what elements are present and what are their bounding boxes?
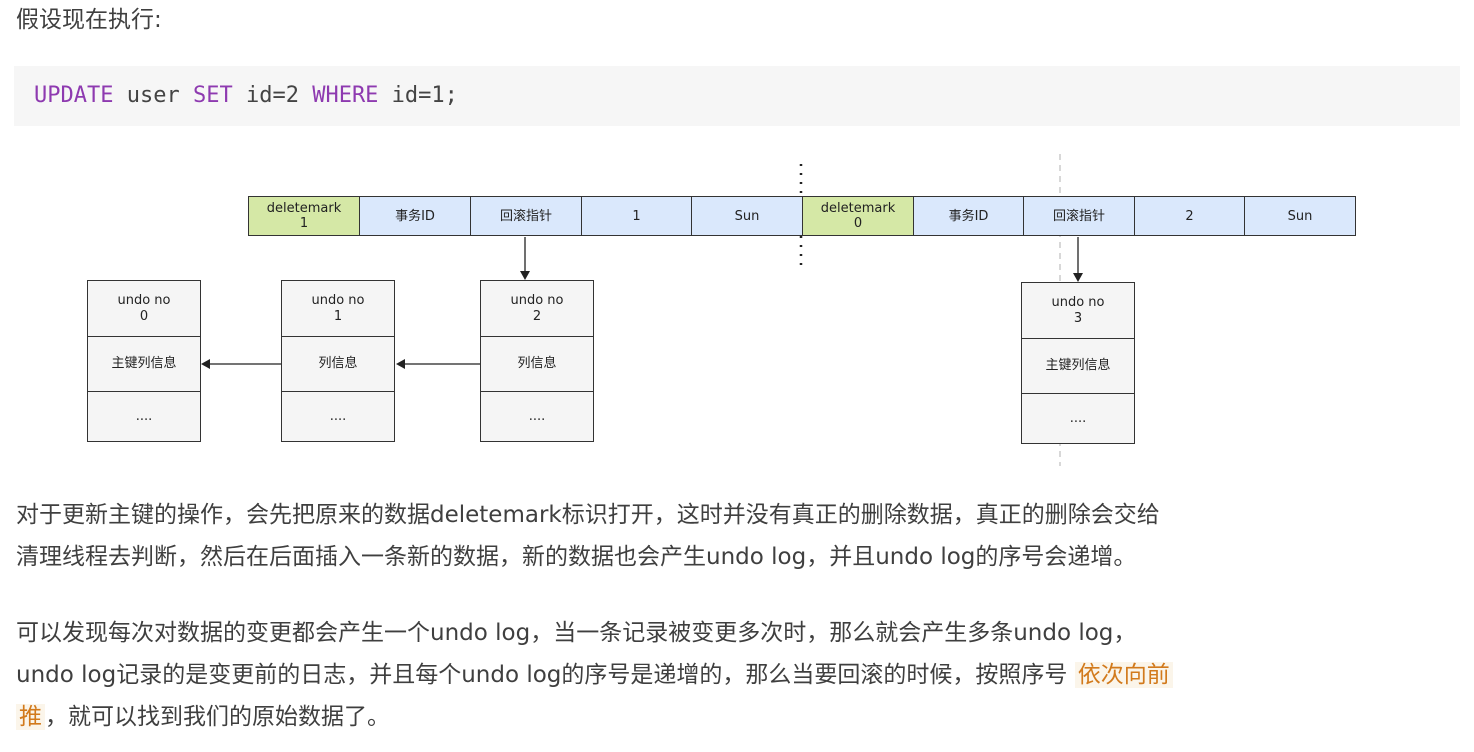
code-block: UPDATE user SET id=2 WHERE id=1;: [14, 66, 1460, 126]
cell-text: ....: [329, 408, 347, 424]
undo3-number: undo no 3: [1021, 282, 1135, 339]
cell-text: 回滚指针: [1052, 208, 1105, 224]
pointer-arrow-3: [1073, 273, 1083, 282]
keyword-where: WHERE: [312, 83, 379, 108]
cell-id-1: 1: [581, 196, 692, 236]
where-clause: id=1;: [378, 83, 458, 108]
undo2-info: 列信息: [480, 336, 594, 392]
undo-log-diagram: deletemark 1 事务ID 回滚指针 1 Sun deletemark …: [0, 150, 1474, 470]
undo0-info: 主键列信息: [87, 336, 201, 392]
cell-deletemark-2: deletemark 0: [802, 196, 914, 236]
paragraph-1-line-1: 对于更新主键的操作，会先把原来的数据deletemark标识打开，这时并没有真正…: [16, 502, 1160, 528]
cell-rollptr-1: 回滚指针: [470, 196, 582, 236]
cell-text: undo no 2: [510, 292, 564, 324]
cell-text: 列信息: [517, 356, 557, 371]
set-clause: id=2: [232, 83, 313, 108]
paragraph-1: 对于更新主键的操作，会先把原来的数据deletemark标识打开，这时并没有真正…: [16, 494, 1456, 578]
cell-text: 列信息: [318, 356, 358, 371]
undo1-more: ....: [281, 391, 395, 442]
undo3-info: 主键列信息: [1021, 338, 1135, 394]
undo1-number: undo no 1: [281, 280, 395, 337]
paragraph-2: 可以发现每次对数据的变更都会产生一个undo log，当一条记录被变更多次时，那…: [16, 612, 1456, 738]
keyword-set: SET: [192, 83, 233, 108]
cell-text: 事务ID: [948, 208, 989, 224]
table-name: user: [113, 83, 193, 108]
cell-text: undo no 1: [311, 292, 365, 324]
cell-text: ....: [1069, 410, 1087, 426]
paragraph-1-line-2: 清理线程去判断，然后在后面插入一条新的数据，新的数据也会产生undo log，并…: [16, 544, 1137, 570]
undo1-info: 列信息: [281, 336, 395, 392]
cell-name-2: Sun: [1244, 196, 1356, 236]
undo0-more: ....: [87, 391, 201, 442]
cell-name-1: Sun: [691, 196, 803, 236]
cell-text: undo no 3: [1051, 294, 1105, 326]
intro-text: 假设现在执行:: [16, 7, 162, 33]
paragraph-2-line-1: 可以发现每次对数据的变更都会产生一个undo log，当一条记录被变更多次时，那…: [16, 620, 1137, 646]
cell-text: ....: [528, 408, 546, 424]
link-arrow-2-1: [396, 359, 405, 369]
cell-text: 1: [632, 208, 641, 224]
undo0-number: undo no 0: [87, 280, 201, 337]
undo2-number: undo no 2: [480, 280, 594, 337]
keyword-update: UPDATE: [34, 83, 114, 108]
link-arrow-1-0: [201, 359, 210, 369]
cell-text: ....: [135, 408, 153, 424]
cell-text: deletemark 0: [820, 201, 896, 231]
sql-statement: UPDATE user SET id=2 WHERE id=1;: [34, 81, 458, 111]
cell-deletemark-1: deletemark 1: [248, 196, 360, 236]
cell-text: 主键列信息: [1045, 358, 1111, 373]
cell-text: 2: [1185, 208, 1194, 224]
undo2-more: ....: [480, 391, 594, 442]
highlight-text-2: 推: [16, 704, 45, 730]
cell-text: 主键列信息: [111, 356, 177, 371]
paragraph-2-line-3: ，就可以找到我们的原始数据了。: [45, 704, 390, 730]
highlight-text-1: 依次向前: [1074, 662, 1173, 688]
cell-text: 事务ID: [395, 208, 435, 224]
paragraph-2-line-2: undo log记录的是变更前的日志，并且每个undo log的序号是递增的，那…: [16, 662, 1075, 688]
cell-text: Sun: [734, 208, 760, 224]
cell-id-2: 2: [1134, 196, 1245, 236]
cell-text: Sun: [1287, 208, 1313, 224]
pointer-arrow-2: [520, 271, 530, 280]
cell-rollptr-2: 回滚指针: [1023, 196, 1135, 236]
cell-txid-1: 事务ID: [359, 196, 471, 236]
cell-text: 回滚指针: [499, 208, 552, 224]
undo3-more: ....: [1021, 393, 1135, 444]
cell-text: deletemark 1: [266, 201, 342, 231]
cell-txid-2: 事务ID: [913, 196, 1024, 236]
cell-text: undo no 0: [117, 292, 171, 324]
